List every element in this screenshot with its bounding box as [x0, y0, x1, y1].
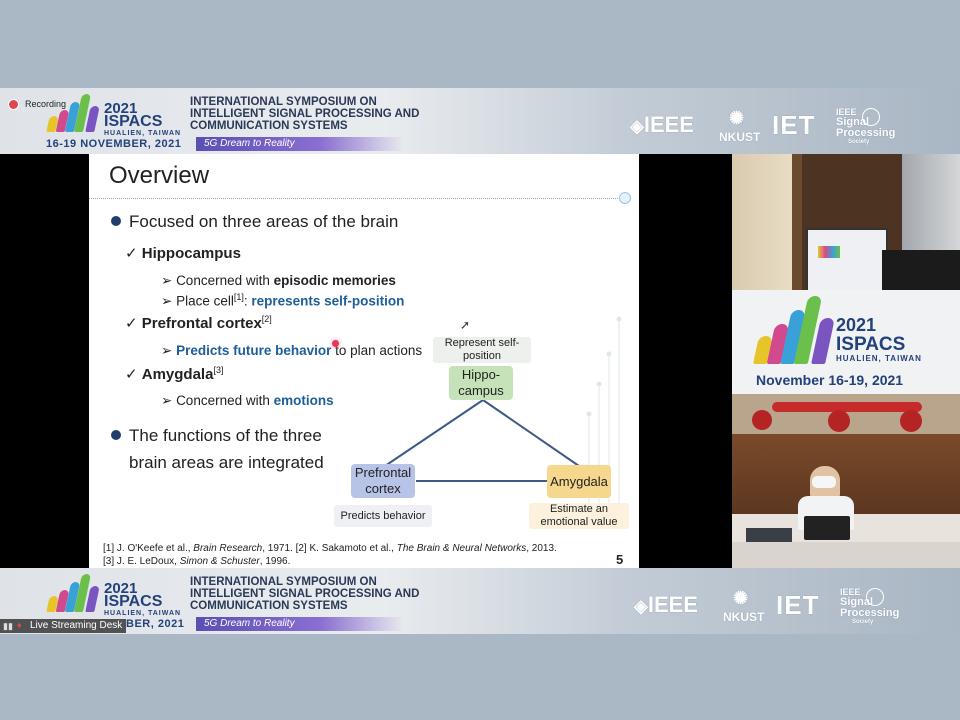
- sps-globe-icon: [862, 108, 880, 126]
- ispacs-logo-text: 2021 ISPACS HUALIEN, TAIWAN: [104, 100, 182, 137]
- prefrontal-note: Predicts behavior: [334, 505, 432, 527]
- ieee-sps-logo: IEEE Signal Processing Society: [840, 587, 900, 626]
- arrow-bullet-icon: ➢: [161, 293, 177, 309]
- item-hippocampus: ✓ Hippocampus: [125, 245, 241, 262]
- slide-title: Overview: [109, 162, 210, 189]
- laser-pointer-icon: [332, 340, 339, 347]
- title-divider: [89, 198, 624, 199]
- sub-predicts: ➢ Predicts future behavior to plan actio…: [161, 343, 423, 358]
- symposium-name: INTERNATIONAL SYMPOSIUM ON INTELLIGENT S…: [190, 576, 420, 612]
- ispacs-card: 2021 ISPACS HUALIEN, TAIWAN November 16-…: [732, 290, 960, 394]
- ispacs-logo-icon: [46, 574, 100, 612]
- arrow-bullet-icon: ➢: [161, 273, 177, 288]
- arrow-bullet-icon: ➢: [161, 393, 177, 408]
- iet-logo: IET: [776, 590, 820, 620]
- ispacs-logo-text: 2021 ISPACS HUALIEN, TAIWAN: [104, 580, 182, 617]
- sub-place-cell: ➢ Place cell[1]: represents self-positio…: [161, 292, 405, 309]
- presenter-camera-feed: [732, 154, 960, 290]
- recording-dot-icon: [8, 99, 19, 110]
- tagline: 5G Dream to Reality: [196, 617, 404, 631]
- mouse-cursor-icon: ➚: [460, 318, 471, 332]
- signal-bars-icon: ▮▮: [3, 621, 13, 631]
- bullet-icon: [111, 216, 121, 226]
- top-banner: 2021 ISPACS HUALIEN, TAIWAN 16-19 NOVEMB…: [0, 88, 960, 154]
- sub-episodic: ➢ Concerned with episodic memories: [161, 273, 396, 288]
- iet-logo: IET: [772, 110, 816, 140]
- node-amygdala: Amygdala: [547, 465, 611, 498]
- arrow-bullet-icon: ➢: [161, 343, 177, 358]
- symposium-name: INTERNATIONAL SYMPOSIUM ON INTELLIGENT S…: [190, 96, 420, 132]
- room-camera-feed: [732, 394, 960, 568]
- presentation-slide: Overview Focused on three areas of the b…: [89, 154, 639, 568]
- ispacs-card-dates: November 16-19, 2021: [756, 372, 904, 388]
- bullet-integrated: The functions of the three brain areas a…: [111, 422, 324, 476]
- bottom-background: [0, 634, 960, 720]
- ispacs-card-text: 2021 ISPACS HUALIEN, TAIWAN: [836, 315, 922, 364]
- sps-globe-icon: [866, 588, 884, 606]
- check-icon: ✓: [125, 366, 142, 383]
- recording-label: Recording: [25, 99, 67, 109]
- ieee-logo: ◈IEEE: [634, 592, 698, 617]
- nkust-emblem-icon: ✺: [733, 588, 749, 608]
- ieee-logo: ◈IEEE: [630, 112, 694, 137]
- laptop-icon: [804, 516, 850, 540]
- slide-page-number: 5: [616, 552, 624, 567]
- bullet-focused-areas: Focused on three areas of the brain: [111, 212, 398, 232]
- live-streaming-tab[interactable]: ▮▮ ♦ Live Streaming Desk: [0, 619, 126, 633]
- brain-diagram-lines: [384, 399, 580, 482]
- references: [1] J. O'Keefe et al., Brain Research, 1…: [103, 543, 557, 567]
- ispacs-card-logo-icon: [753, 296, 835, 364]
- nkust-logo: ✺NKUST: [719, 108, 761, 144]
- nkust-emblem-icon: ✺: [729, 108, 745, 128]
- banner-dates-partial: BER, 2021: [126, 618, 185, 630]
- check-icon: ✓: [125, 315, 142, 332]
- ieee-sps-logo: IEEE Signal Processing Society: [836, 107, 896, 146]
- tagline: 5G Dream to Reality: [196, 137, 404, 151]
- mic-icon: ♦: [17, 620, 22, 630]
- bottom-banner: 2021 ISPACS HUALIEN, TAIWAN BER, 2021 IN…: [0, 568, 960, 634]
- monitor-screen: [806, 228, 888, 290]
- node-hippocampus: Hippo-campus: [449, 366, 513, 400]
- top-background: [0, 0, 960, 88]
- hippocampus-note: Represent self-position: [433, 337, 531, 363]
- item-amygdala: ✓ Amygdala[3]: [125, 365, 224, 383]
- slide-margin-right: [639, 154, 732, 568]
- check-icon: ✓: [125, 245, 142, 262]
- bullet-icon: [111, 430, 121, 440]
- nkust-logo: ✺NKUST: [723, 588, 765, 624]
- item-prefrontal: ✓ Prefrontal cortex[2]: [125, 314, 272, 332]
- sub-emotions: ➢ Concerned with emotions: [161, 393, 334, 408]
- banner-dates: 16-19 NOVEMBER, 2021: [46, 138, 182, 150]
- title-dot-icon: [619, 192, 631, 204]
- slide-margin-left: [0, 154, 89, 568]
